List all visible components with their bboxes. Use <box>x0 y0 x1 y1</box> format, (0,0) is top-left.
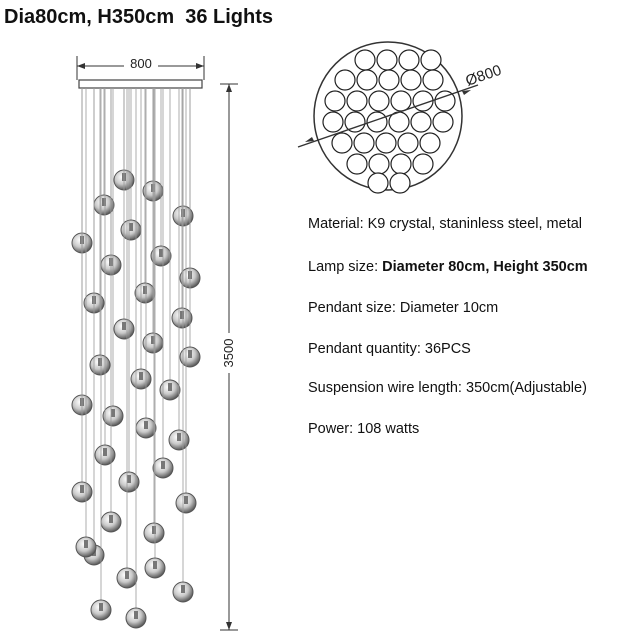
width-dimension: 800 <box>76 56 205 80</box>
top-view-ball <box>378 69 400 91</box>
pendant <box>125 88 147 629</box>
pendant <box>93 88 115 216</box>
top-view-ball <box>368 90 390 112</box>
pendant <box>116 88 138 589</box>
top-view-ball <box>375 132 397 154</box>
spec-row: Pendant quantity: 36PCS <box>308 341 471 357</box>
spec-row: Suspension wire length: 350cm(Adjustable… <box>308 380 587 396</box>
spec-value: 350cm(Adjustable) <box>466 380 587 396</box>
height-label: 3500 <box>221 339 236 368</box>
spec-row: Power: 108 watts <box>308 421 419 437</box>
spec-value: 36PCS <box>424 341 471 357</box>
pendant <box>142 88 164 354</box>
spec-label: Material: <box>308 216 364 232</box>
canopy <box>78 79 203 89</box>
top-view-ball <box>367 172 389 194</box>
pendant <box>150 88 172 267</box>
spec-label: Pendant quantity: <box>308 341 421 357</box>
top-view-ball <box>331 132 353 154</box>
top-view-ball <box>432 111 454 133</box>
top-view-ball <box>398 49 420 71</box>
pendant <box>175 88 197 514</box>
pendant <box>90 88 112 621</box>
spec-row: Pendant size: Diameter 10cm <box>308 300 498 316</box>
top-view-ball <box>376 49 398 71</box>
top-view-ball <box>419 132 441 154</box>
spec-label: Suspension wire length: <box>308 380 462 396</box>
top-view-ball <box>346 153 368 175</box>
top-view-ball <box>366 111 388 133</box>
top-view: Ø800 <box>297 41 504 194</box>
top-view-ball <box>353 132 375 154</box>
top-view-ball <box>390 90 412 112</box>
pendant <box>75 88 97 558</box>
spec-row: Material: K9 crystal, staninless steel, … <box>308 216 582 232</box>
height-dimension: 3500 <box>220 83 238 631</box>
top-view-ball <box>397 132 419 154</box>
pendant <box>89 88 111 376</box>
pendant <box>172 88 194 603</box>
top-view-ball <box>434 90 456 112</box>
top-view-ball <box>322 111 344 133</box>
pendant <box>118 88 140 493</box>
top-view-ball <box>422 69 444 91</box>
diameter-label: Ø800 <box>463 62 503 90</box>
top-view-ball <box>346 90 368 112</box>
pendant <box>152 88 174 479</box>
top-view-ball <box>356 69 378 91</box>
top-view-ball <box>324 90 346 112</box>
pendant <box>179 88 201 368</box>
pendant <box>71 88 93 503</box>
pendant <box>143 88 165 544</box>
spec-label: Power: <box>308 421 354 437</box>
pendant <box>144 88 166 579</box>
top-view-ball <box>412 153 434 175</box>
spec-value: K9 crystal, staninless steel, metal <box>367 216 583 232</box>
spec-label: Lamp size: <box>308 259 379 275</box>
top-view-ball <box>334 69 356 91</box>
spec-value: Diameter 10cm <box>399 300 499 316</box>
pendant <box>102 88 124 427</box>
pendant <box>168 88 190 451</box>
top-view-ball <box>420 49 442 71</box>
spec-label: Pendant size: <box>308 300 396 316</box>
pendant-group <box>71 88 201 629</box>
top-view-ball <box>389 172 411 194</box>
pendant <box>159 88 181 401</box>
pendant <box>94 88 116 466</box>
pendant <box>100 88 122 533</box>
width-label: 800 <box>130 56 152 71</box>
top-view-ball <box>368 153 390 175</box>
product-title: Dia80cm, H350cm 36 Lights <box>4 6 274 28</box>
top-view-ball <box>354 49 376 71</box>
spec-row: Lamp size: Diameter 80cm, Height 350cm <box>308 259 588 275</box>
top-view-ball <box>410 111 432 133</box>
top-view-ball <box>390 153 412 175</box>
pendant <box>135 88 157 439</box>
pendant <box>171 88 193 329</box>
spec-value: Diameter 80cm, Height 350cm <box>382 259 588 275</box>
top-view-ball <box>344 111 366 133</box>
top-view-ball <box>400 69 422 91</box>
spec-value: 108 watts <box>357 421 420 437</box>
